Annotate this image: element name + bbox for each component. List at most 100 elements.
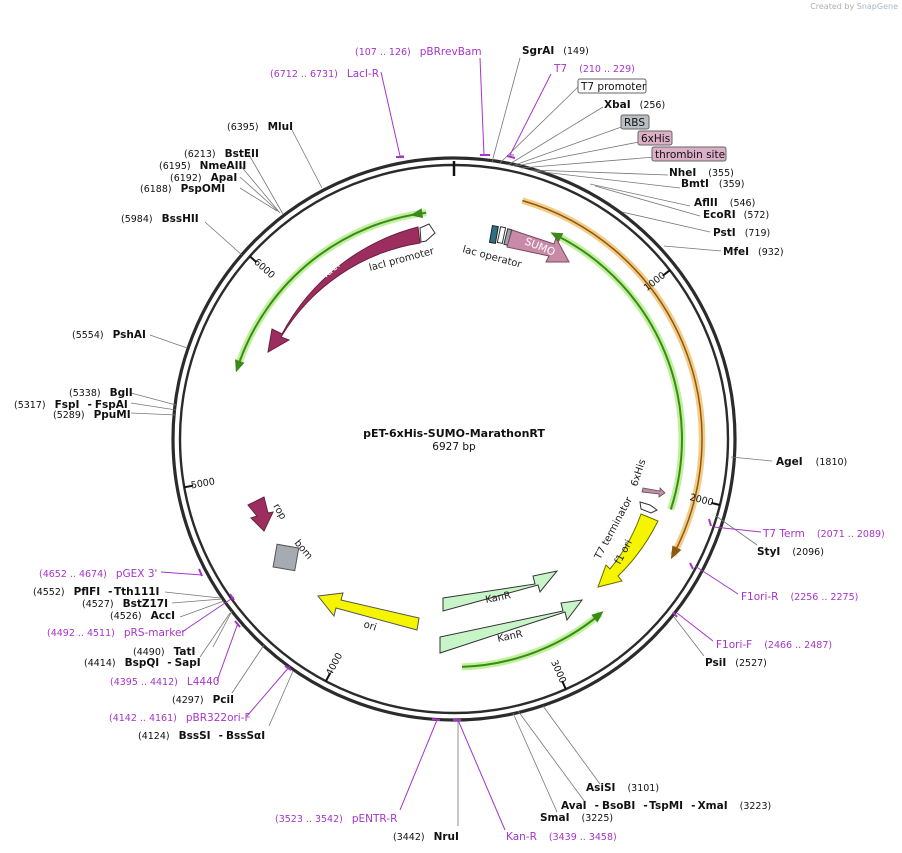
enzyme-pshai: (5554)PshAI (72, 329, 146, 341)
primer-markers (198, 154, 712, 721)
kanr-label-2: KanR (496, 629, 524, 645)
leader-lines (130, 57, 773, 826)
enzyme-bgli: (5338)BglI (69, 387, 133, 399)
primer-labels: (107 .. 126)pBRrevBam (6712 .. 6731)LacI… (39, 46, 885, 843)
tick-mark-3000 (561, 680, 567, 690)
plasmid-name: pET-6xHis-SUMO-MarathonRT (363, 427, 545, 440)
primer-t7: T7(210 .. 229) (553, 63, 635, 75)
rop-label: rop (270, 502, 288, 522)
enzyme-nhei: NheI(355) (669, 167, 734, 179)
enzyme-aflii: AflII(546) (694, 197, 755, 209)
feature-box-6xhis: 6xHis (637, 130, 673, 146)
tick-label-3000: 3000 (548, 659, 568, 686)
enzyme-xbai: XbaI(256) (604, 99, 665, 111)
bom-feature (272, 543, 300, 572)
ori-feature (317, 592, 420, 631)
his-label: 6xHis (629, 458, 648, 488)
enzyme-mfei: MfeI(932) (723, 246, 784, 258)
enzyme-bsteii: (6213)BstEII (184, 148, 259, 160)
enzyme-labels: SgrAI(149) XbaI(256) NheI(355) BmtI(359)… (14, 45, 847, 843)
enzyme-sgrai: SgrAI(149) (522, 45, 589, 57)
svg-text:thrombin site: thrombin site (655, 149, 725, 161)
kanr-feature-2 (439, 599, 584, 654)
laci-label: lacI (320, 258, 343, 280)
orf-arc-2-head-top (410, 208, 423, 219)
enzyme-ppumi: (5289)PpuMI (53, 409, 131, 421)
enzyme-avai-group: AvaI-BsoBI-TspMI-XmaI(3223) (561, 800, 771, 812)
orf-arc-1-head (550, 232, 564, 243)
tick-label-5000: 5000 (190, 476, 216, 491)
primer-pbr322ori-f: (4142 .. 4161)pBR322ori-F (109, 712, 251, 724)
enzyme-ecori: EcoRI(572) (703, 209, 769, 221)
tick-mark-6000 (249, 255, 258, 264)
orf-arc-2 (238, 211, 427, 362)
sumo-feature (506, 229, 570, 263)
t7-promoter-feature (496, 226, 507, 245)
primer-f1ori-f: F1ori-F(2466 .. 2487) (716, 639, 832, 651)
enzyme-agei: AgeI(1810) (776, 456, 847, 468)
cds-arc-head (670, 545, 682, 560)
enzyme-pflfi-group: (4552)PflFI-Tth111I (33, 586, 159, 598)
feature-box-t7-promoter: T7 promoter (577, 78, 647, 94)
enzyme-styi: StyI(2096) (757, 546, 824, 558)
enzyme-mlui: (6395)MluI (227, 121, 293, 133)
enzyme-nmeaiii: (6195)NmeAIII (159, 160, 246, 172)
primer-laci-r: (6712 .. 6731)LacI-R (270, 68, 379, 80)
orf-arc-3 (461, 612, 602, 668)
orf-arc-3-head (591, 611, 604, 623)
plasmid-size: 6927 bp (432, 441, 476, 453)
lac-operator-feature (488, 225, 499, 244)
enzyme-acci: (4526)AccI (110, 610, 175, 622)
enzyme-bmti: BmtI(359) (681, 178, 744, 190)
snapgene-brand: SnapGene (856, 2, 898, 11)
laci-promoter-feature (419, 223, 436, 243)
his-feature (641, 487, 666, 498)
tick-label-4000: 4000 (324, 651, 345, 678)
orf-arc-1 (560, 236, 683, 510)
svg-text:RBS: RBS (624, 117, 645, 129)
primer-l4440: (4395 .. 4412)L4440 (110, 676, 219, 688)
tick-mark-5000 (184, 484, 194, 489)
enzyme-psii: PsiI(2527) (705, 657, 767, 669)
enzyme-psti: PstI(719) (713, 227, 770, 239)
orf-arcs (235, 197, 706, 671)
feature-box-thrombin-site: thrombin site (651, 146, 727, 162)
enzyme-bsshii: (5984)BssHII (121, 213, 199, 225)
enzyme-apai: (6192)ApaI (170, 172, 237, 184)
kanr-label-1: KanR (484, 590, 511, 606)
rop-feature (247, 496, 274, 532)
enzyme-smai: SmaI(3225) (540, 812, 613, 824)
enzyme-pcii: (4297)PciI (172, 694, 234, 706)
primer-pentr-r: (3523 .. 3542)pENTR-R (275, 813, 397, 825)
primer-pgex-3: (4652 .. 4674)pGEX 3' (39, 568, 157, 580)
primer-prs-marker: (4492 .. 4511)pRS-marker (47, 627, 186, 639)
feature-box-rbs: RBS (620, 114, 650, 130)
primer-kan-r: Kan-R(3439 .. 3458) (506, 831, 617, 843)
f1-ori-feature (597, 513, 659, 588)
svg-text:T7 promoter: T7 promoter (580, 81, 647, 93)
ori-label: ori (362, 619, 378, 633)
enzyme-asisi: AsiSI(3101) (586, 782, 659, 794)
enzyme-tati: (4490)TatI (133, 646, 195, 658)
tick-label-6000: 6000 (251, 257, 276, 281)
enzyme-pspomi: (6188)PspOMI (140, 183, 225, 195)
tick-mark-2000 (710, 501, 721, 506)
enzyme-bstz17i: (4527)BstZ17I (82, 598, 168, 610)
primer-pbrrevbam: (107 .. 126)pBRrevBam (355, 46, 482, 58)
svg-text:6xHis: 6xHis (641, 133, 670, 145)
snapgene-credit: Created by SnapGene (810, 2, 898, 11)
laci-feature (267, 226, 421, 353)
cds-arc (522, 199, 703, 556)
enzyme-bsssi-group: (4124)BssSI-BssSαI (138, 730, 265, 742)
enzyme-nrui: (3442)NruI (393, 831, 459, 843)
enzyme-fspi-group: (5317)FspI-FspAI (14, 399, 128, 411)
tick-mark-1000 (662, 269, 671, 277)
kanr-feature-1 (442, 570, 559, 612)
primer-f1ori-r: F1ori-R(2256 .. 2275) (741, 591, 858, 603)
orf-arc-2-head (235, 359, 245, 373)
tick-mark-4000 (324, 672, 331, 682)
primer-t7-term: T7 Term(2071 .. 2089) (762, 528, 885, 540)
t7-terminator-feature (639, 501, 658, 514)
enzyme-bspqi-group: (4414)BspQI-SapI (84, 657, 201, 669)
